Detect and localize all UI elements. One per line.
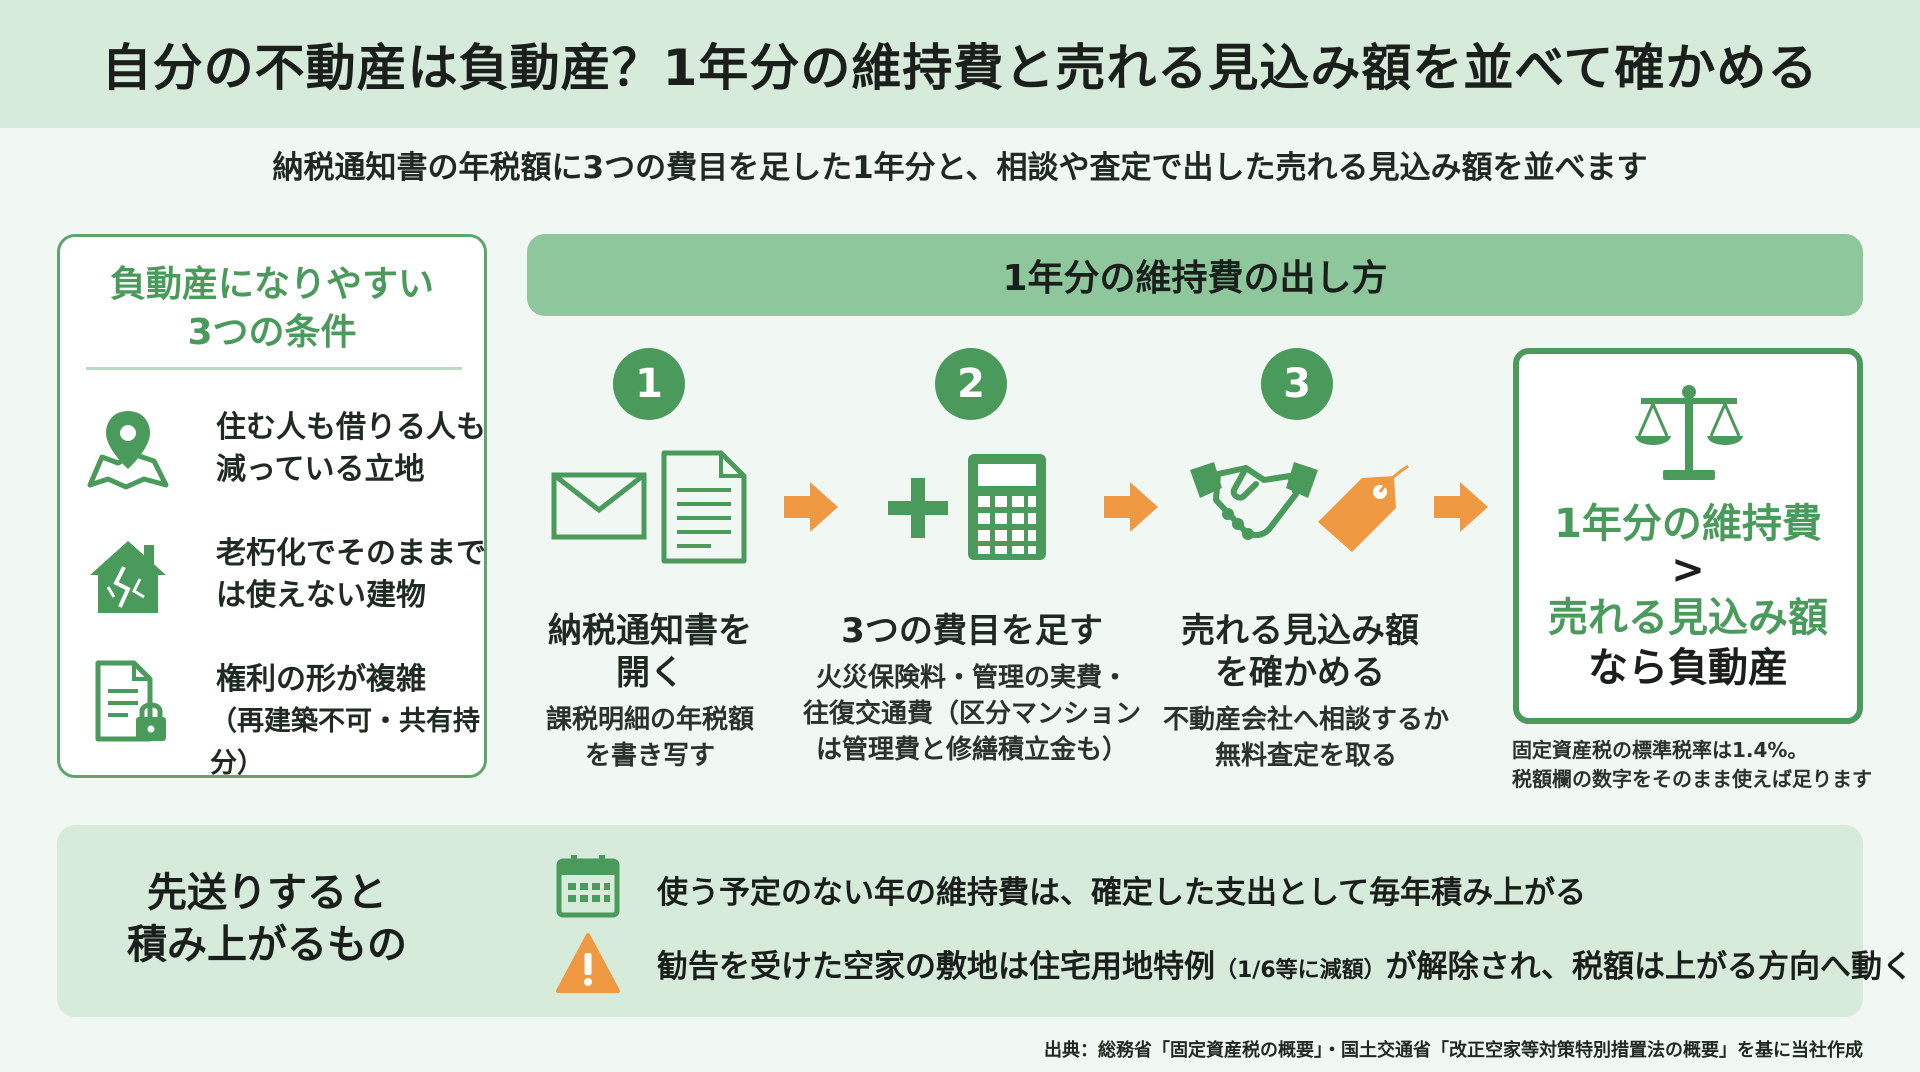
document-icon [661, 450, 747, 564]
condition-location-line1: 住む人も借りる人も [216, 410, 486, 445]
scale-icon [1635, 385, 1743, 480]
step-3-desc: 不動産会社へ相談するか 無料査定を取る [1150, 702, 1462, 774]
step-3-title-line2: を確かめる [1215, 653, 1385, 693]
conditions-title-line1: 負動産になりやすい [109, 264, 434, 305]
step-2-desc: 火災保険料・管理の実費・ 往復交通費（区分マンション は管理費と修繕積立金も） [802, 660, 1142, 768]
step-1-desc-line2: を書き写す [584, 741, 715, 771]
conditions-title-line2: 3つの条件 [187, 312, 357, 353]
accumulate-tax-part-a: 勧告を受けた空家の敷地は住宅用地特例 [657, 949, 1215, 985]
condition-item-rights: 権利の形が複雑 （再建築不可・共有持分） [84, 653, 480, 779]
source-citation: 出典：総務省「固定資産税の概要」・国土交通省「改正空家等対策特別措置法の概要」を… [1044, 1040, 1863, 1061]
page-title: 自分の不動産は負動産？1年分の維持費と売れる見込み額を並べて確かめる [101, 39, 1819, 97]
accumulate-title: 先送りすると 積み上がるもの [117, 867, 417, 971]
conditions-divider [86, 367, 462, 370]
condition-location-line2: 減っている立地 [216, 452, 425, 487]
accumulate-tax-note: （1/6等に減額） [1215, 958, 1386, 983]
price-tag-icon [1318, 464, 1409, 552]
condition-building-line1: 老朽化でそのままで [216, 536, 486, 571]
step-number-3: 3 [1261, 348, 1333, 420]
step-number-1: 1 [613, 348, 685, 420]
step-2-desc-line2: 往復交通費（区分マンション [802, 699, 1141, 729]
arrow-right-icon [1434, 482, 1488, 532]
result-line-gt: > [1671, 547, 1705, 593]
result-line-value: 売れる見込み額 [1548, 595, 1828, 641]
tax-rate-note: 固定資産税の標準税率は1.4%。 税額欄の数字をそのまま使えば足ります [1512, 736, 1892, 794]
method-title-bar: 1年分の維持費の出し方 [527, 234, 1863, 316]
tax-rate-note-line1: 固定資産税の標準税率は1.4%。 [1512, 738, 1808, 762]
location-map-icon [87, 411, 169, 490]
step-3-desc-line1: 不動産会社へ相談するか [1162, 705, 1449, 735]
condition-rights-line2: （再建築不可・共有持分） [210, 706, 480, 779]
step-2-title: 3つの費目を足す [812, 610, 1132, 652]
conditions-panel: 負動産になりやすい 3つの条件 住む人も借りる人も 減っている立地 老朽化でその… [57, 234, 487, 779]
step-1-desc: 課税明細の年税額 を書き写す [512, 702, 788, 774]
step-2-title-line1: 3つの費目を足す [841, 611, 1103, 651]
accumulate-text-tax: 勧告を受けた空家の敷地は住宅用地特例（1/6等に減額）が解除され、税額は上がる方… [657, 941, 1913, 986]
step-1-title: 納税通知書を 開く [512, 610, 788, 694]
step-number-2: 2 [935, 348, 1007, 420]
step-1-desc-line1: 課税明細の年税額 [545, 705, 754, 735]
plus-icon [888, 478, 948, 538]
accumulate-title-line2: 積み上がるもの [127, 922, 407, 968]
warning-icon [556, 933, 620, 993]
calendar-icon [556, 855, 620, 918]
broken-house-icon [90, 541, 166, 613]
tax-rate-note-line2: 税額欄の数字をそのまま使えば足ります [1512, 767, 1872, 791]
arrow-right-icon [784, 482, 838, 532]
step-3-title: 売れる見込み額 を確かめる [1150, 610, 1450, 694]
accumulate-title-line1: 先送りすると [147, 870, 387, 916]
result-line-conclusion: なら負動産 [1588, 645, 1788, 691]
step-2-desc-line1: 火災保険料・管理の実費・ [815, 663, 1128, 693]
condition-item-location: 住む人も借りる人も 減っている立地 [84, 401, 486, 501]
step-1-title-line1: 納税通知書を [548, 611, 752, 651]
accumulate-text-cost: 使う予定のない年の維持費は、確定した支出として毎年積み上がる [657, 875, 1587, 911]
calculator-icon [968, 454, 1046, 560]
header-band: 自分の不動産は負動産？1年分の維持費と売れる見込み額を並べて確かめる [0, 0, 1920, 128]
condition-text-rights: 権利の形が複雑 （再建築不可・共有持分） [210, 659, 486, 785]
condition-rights-line1: 権利の形が複雑 [216, 662, 426, 697]
result-box: 1年分の維持費 > 売れる見込み額 なら負動産 [1513, 348, 1863, 724]
handshake-icon [1190, 462, 1318, 540]
locked-document-icon [95, 660, 166, 742]
page-subtitle: 納税通知書の年税額に3つの費目を足した1年分と、相談や査定で出した売れる見込み額… [272, 150, 1648, 186]
step-3-desc-line2: 無料査定を取る [1214, 741, 1397, 771]
step-2-desc-line3: は管理費と修繕積立金も） [815, 735, 1128, 765]
step-1-title-line2: 開く [616, 653, 684, 693]
envelope-icon [551, 472, 647, 540]
condition-building-line2: は使えない建物 [216, 578, 426, 613]
condition-item-building: 老朽化でそのままで は使えない建物 [84, 527, 486, 627]
conditions-title: 負動産になりやすい 3つの条件 [60, 261, 484, 357]
arrow-right-icon [1104, 482, 1158, 532]
accumulate-tax-part-b: が解除され、税額は上がる方向へ動く [1385, 949, 1913, 985]
condition-text-building: 老朽化でそのままで は使えない建物 [216, 533, 486, 617]
condition-text-location: 住む人も借りる人も 減っている立地 [216, 407, 486, 491]
accumulate-panel: 先送りすると 積み上がるもの 使う予定のない年の維持費は、確定した支出として毎年… [57, 825, 1913, 1017]
step-3-title-line1: 売れる見込み額 [1181, 611, 1419, 651]
result-line-cost: 1年分の維持費 [1554, 501, 1822, 547]
